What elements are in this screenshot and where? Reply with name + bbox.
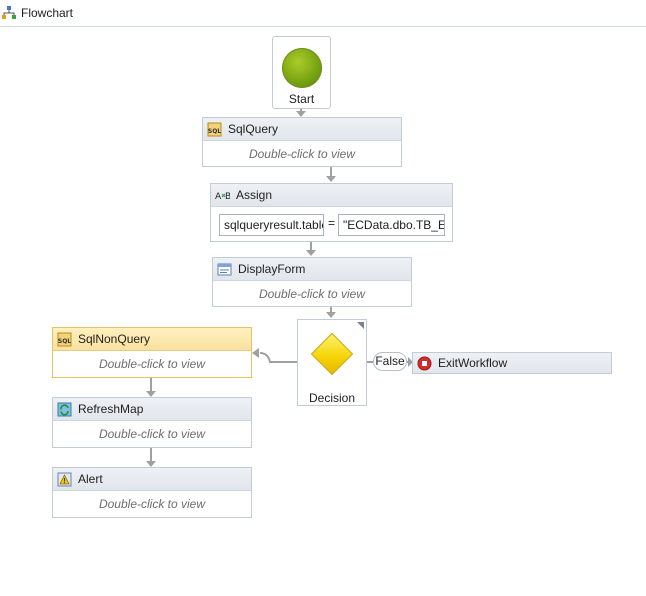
designer-header: Flowchart — [0, 0, 646, 27]
activity-title: SqlQuery — [228, 122, 279, 136]
displayform-activity[interactable]: DisplayForm Double-click to view — [212, 257, 412, 307]
activity-body-hint[interactable]: Double-click to view — [98, 497, 206, 511]
assign-to-field[interactable]: sqlqueryresult.table — [219, 214, 324, 236]
refreshmap-activity[interactable]: RefreshMap Double-click to view — [52, 397, 252, 448]
activity-header: DisplayForm — [213, 258, 411, 281]
activity-title: DisplayForm — [238, 262, 306, 276]
activity-body-hint[interactable]: Double-click to view — [248, 147, 356, 161]
activity-header: RefreshMap — [53, 398, 251, 421]
activity-body-hint[interactable]: Double-click to view — [98, 357, 206, 371]
activity-body-hint[interactable]: Double-click to view — [258, 287, 366, 301]
alert-activity[interactable]: Alert Double-click to view — [52, 467, 252, 518]
exitworkflow-activity[interactable]: ExitWorkflow — [412, 352, 612, 374]
sql-icon: SQL — [57, 332, 72, 347]
sqlquery-activity[interactable]: SQL SqlQuery Double-click to view — [202, 117, 402, 167]
activity-title: ExitWorkflow — [438, 356, 508, 370]
start-node[interactable]: Start — [272, 36, 331, 109]
sqlnonquery-activity[interactable]: SQL SqlNonQuery Double-click to view — [52, 327, 252, 378]
activity-title: Assign — [236, 188, 273, 202]
flowchart-icon — [2, 6, 16, 19]
assign-equals-sign: = — [328, 216, 336, 230]
stop-icon — [417, 356, 432, 371]
activity-header: Alert — [53, 468, 251, 491]
svg-text:B: B — [225, 192, 230, 202]
decision-label: Decision — [308, 391, 356, 405]
arrow-sqlquery-assign — [326, 176, 336, 182]
svg-text:A: A — [215, 192, 222, 202]
assign-activity[interactable]: A B Assign sqlqueryresult.table = "ECDat… — [210, 183, 453, 242]
activity-header: A B Assign — [211, 184, 452, 207]
sql-icon: SQL — [207, 122, 222, 137]
alert-icon — [57, 472, 72, 487]
activity-title: RefreshMap — [78, 402, 144, 416]
arrow-assign-displayform — [306, 250, 316, 256]
start-label: Start — [288, 92, 315, 106]
arrow-displayform-decision — [326, 312, 336, 318]
svg-text:SQL: SQL — [208, 128, 221, 135]
refresh-map-icon — [57, 402, 72, 417]
decision-diamond-icon — [310, 332, 354, 376]
activity-body-hint[interactable]: Double-click to view — [98, 427, 206, 441]
activity-header: SQL SqlNonQuery — [53, 328, 251, 351]
activity-title: SqlNonQuery — [78, 332, 151, 346]
assign-value-field[interactable]: "ECData.dbo.TB_Er — [338, 214, 445, 236]
activity-header: ExitWorkflow — [413, 353, 611, 373]
svg-text:SQL: SQL — [58, 338, 71, 345]
decision-node[interactable]: Decision — [297, 319, 367, 406]
assign-icon: A B — [215, 192, 230, 202]
false-branch-label[interactable]: False — [373, 352, 407, 371]
arrow-decision-sqlnonquery — [252, 348, 259, 358]
start-circle-icon — [282, 48, 322, 88]
activity-title: Alert — [78, 472, 103, 486]
expand-corner-icon[interactable] — [357, 322, 364, 329]
activity-header: SQL SqlQuery — [203, 118, 401, 141]
flowchart-title: Flowchart — [21, 6, 74, 20]
form-icon — [217, 263, 232, 276]
